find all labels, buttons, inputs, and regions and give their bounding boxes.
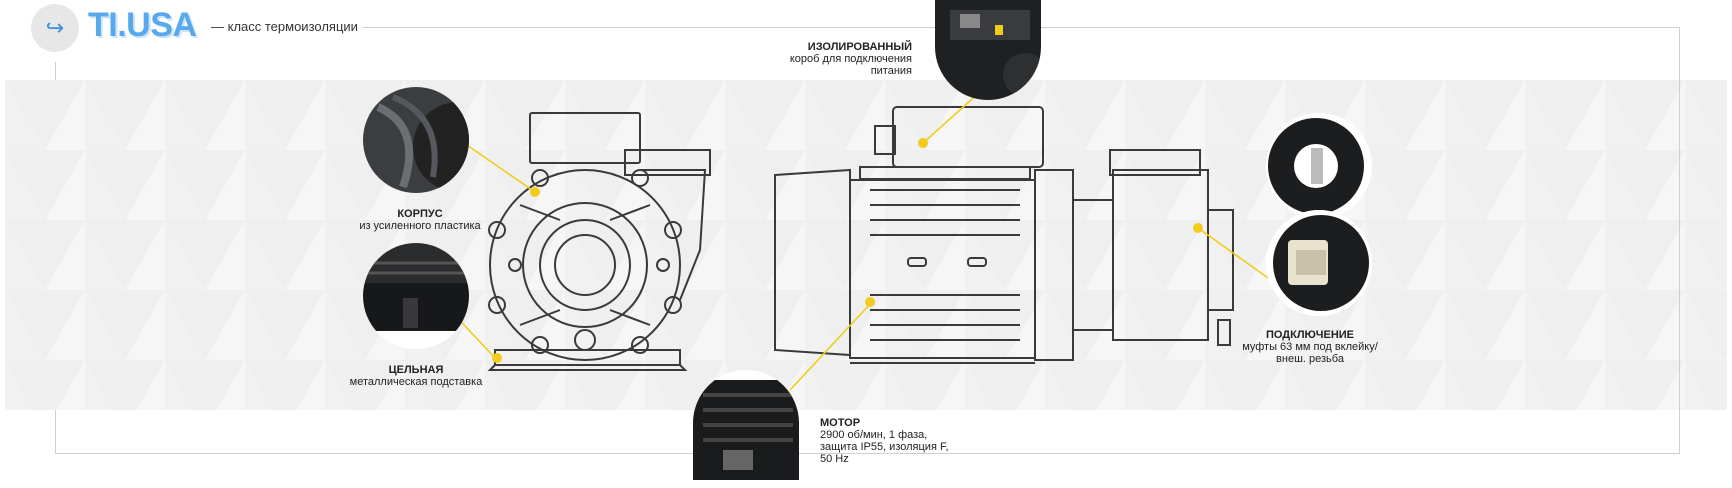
leader-line: [922, 91, 981, 144]
triangle-pattern: [5, 80, 1727, 410]
marker-dot: [530, 187, 540, 197]
callout-text: защита IP55, изоляция F,: [820, 441, 949, 453]
tagline: — класс термоизоляции: [211, 19, 358, 34]
callout-terminal-box: ИЗОЛИРОВАННЫЙ короб для подключения пита…: [770, 41, 912, 77]
frame-line: [55, 410, 56, 454]
leader-line: [1197, 227, 1269, 279]
callout-text: 2900 об/мин, 1 фаза,: [820, 429, 928, 441]
callout-motor: МОТОР 2900 об/мин, 1 фаза, защита IP55, …: [820, 417, 970, 465]
callout-connection: ПОДКЛЮЧЕНИЕ муфты 63 мм под вклейку/ вне…: [1240, 329, 1380, 365]
frame-line: [55, 62, 56, 80]
terminal-box-photo: [935, 0, 1041, 100]
callout-text: металлическая подставка: [349, 376, 483, 388]
marker-dot: [865, 297, 875, 307]
coupling-photo: [1266, 210, 1372, 316]
callout-title: ПОДКЛЮЧЕНИЕ: [1265, 329, 1355, 341]
frame-line: [1040, 27, 1680, 28]
housing-photo: [363, 87, 469, 193]
callout-text: короб для подключения: [789, 53, 912, 65]
pump-side-view: [774, 106, 1234, 364]
pattern-band: [5, 80, 1727, 410]
pump-front-view: [487, 112, 711, 371]
marker-dot: [1193, 223, 1203, 233]
callout-text: внеш. резьба: [1276, 353, 1344, 365]
coupling-photo: [1266, 113, 1372, 219]
frame-line: [1679, 27, 1680, 454]
frame-line: [362, 27, 1022, 28]
marker-dot: [918, 138, 928, 148]
leader-line: [789, 301, 873, 391]
callout-text: 50 Hz: [820, 453, 849, 465]
return-arrow-icon[interactable]: ↪: [31, 4, 79, 52]
base-photo: [363, 243, 469, 349]
callout-title: КОРПУС: [397, 208, 443, 220]
motor-photo: [693, 370, 799, 488]
callout-text: питания: [870, 65, 912, 77]
callout-title: ЦЕЛЬНАЯ: [388, 364, 444, 376]
callout-housing: КОРПУС из усиленного пластика: [340, 208, 500, 232]
callout-text: из усиленного пластика: [359, 220, 481, 232]
callout-text: муфты 63 мм под вклейку/: [1242, 341, 1378, 353]
frame-line: [55, 453, 1680, 454]
callout-title: МОТОР: [820, 417, 861, 429]
marker-dot: [492, 353, 502, 363]
callout-title: ИЗОЛИРОВАННЫЙ: [807, 41, 912, 53]
brand-logo[interactable]: TI.USA: [88, 6, 197, 44]
leader-line: [463, 142, 536, 193]
callout-base: ЦЕЛЬНАЯ металлическая подставка: [336, 364, 496, 388]
